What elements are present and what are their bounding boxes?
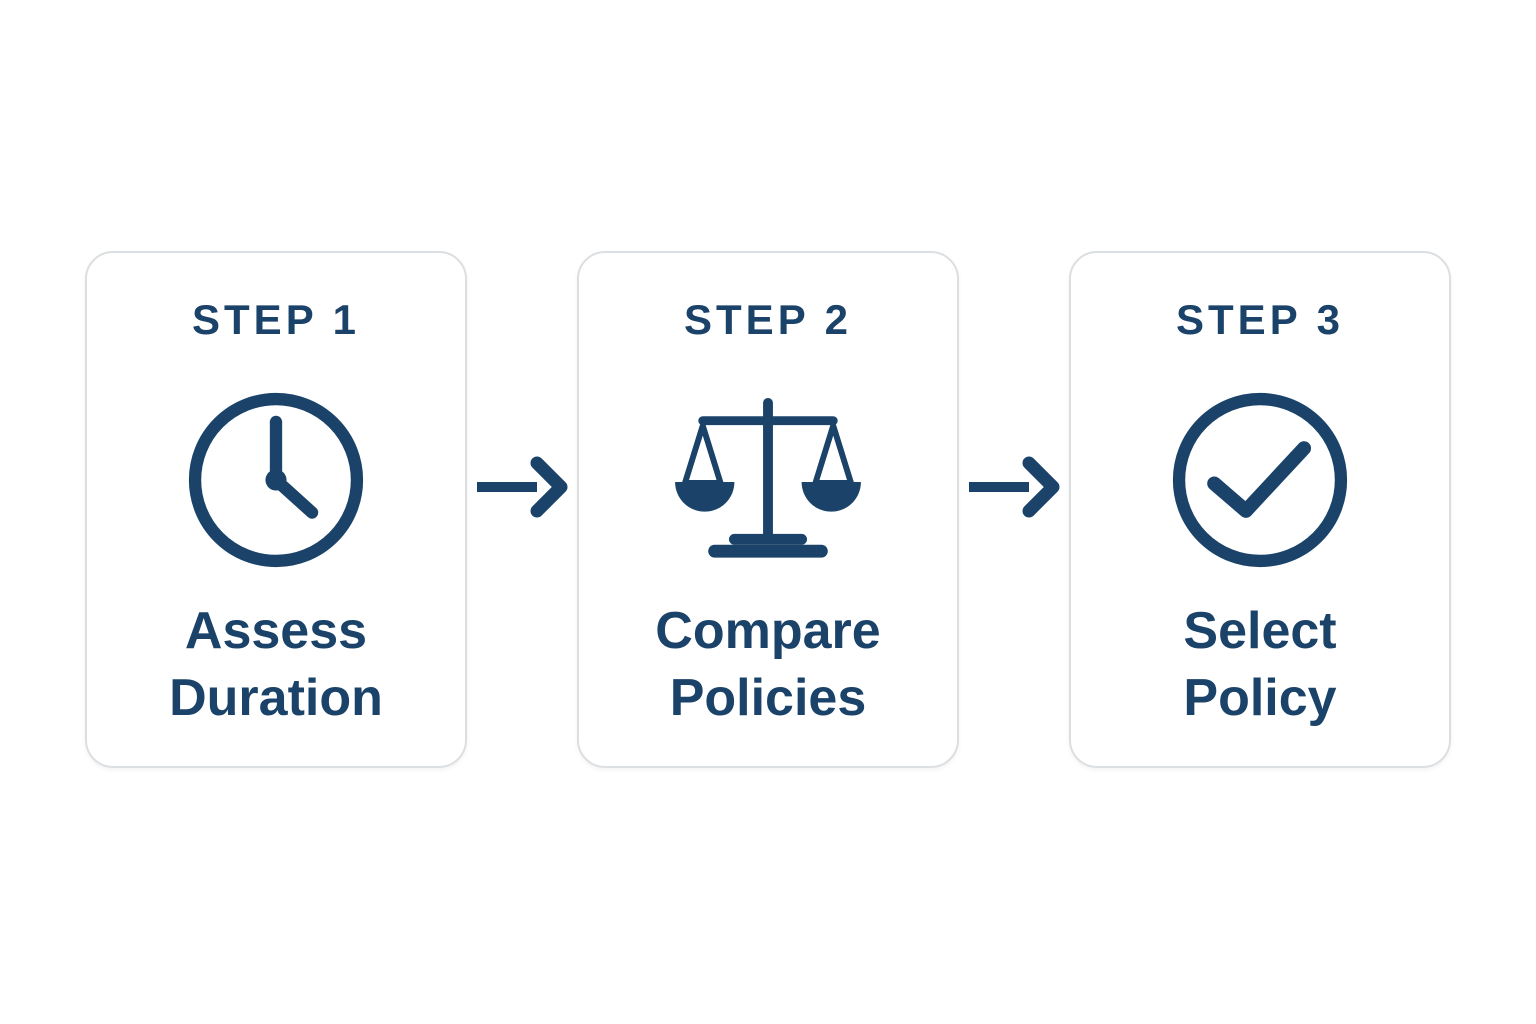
arrow-right-icon	[475, 456, 569, 518]
process-flow-diagram: STEP 1 Assess Duration STEP 2	[85, 251, 1451, 768]
flow-connector-1	[467, 251, 577, 518]
step-card-1: STEP 1 Assess Duration	[85, 251, 467, 768]
step-label: STEP 3	[1176, 296, 1344, 343]
step-title-line: Policies	[669, 669, 867, 727]
flow-connector-2	[959, 251, 1069, 518]
check-circle-icon	[1172, 392, 1348, 568]
step-card-2: STEP 2 Compare Policies	[577, 251, 959, 768]
step-title-line: Compare	[655, 602, 881, 660]
clock-icon	[188, 392, 364, 568]
step-title-line: Assess	[184, 602, 368, 660]
step-title: Compare Policies	[655, 598, 880, 732]
scales-icon	[669, 392, 867, 568]
step-title: Select Policy	[1183, 598, 1336, 732]
step-label: STEP 2	[684, 296, 852, 343]
step-title-line: Select	[1183, 602, 1337, 660]
step-title-line: Duration	[169, 669, 383, 727]
step-card-3: STEP 3 Select Policy	[1069, 251, 1451, 768]
step-title-line: Policy	[1183, 669, 1337, 727]
arrow-right-icon	[967, 456, 1061, 518]
step-title: Assess Duration	[169, 598, 383, 732]
step-label: STEP 1	[192, 296, 360, 343]
